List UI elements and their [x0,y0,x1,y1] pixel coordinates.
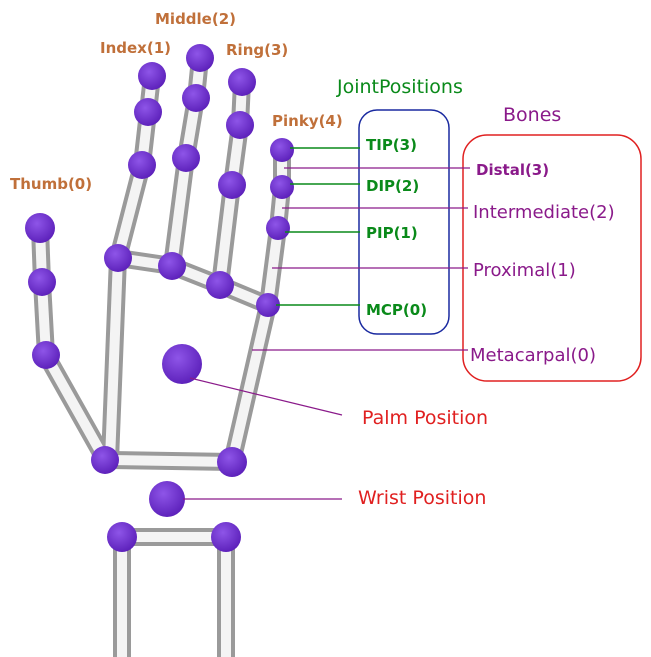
ring-joint-tip [228,68,256,96]
label-wrist-position: Wrist Position [358,487,486,509]
palm-base-right-joint [217,447,247,477]
bone-labels: Distal(3) Intermediate(2) Proximal(1) Me… [470,161,615,366]
label-mcp: MCP(0) [366,301,427,319]
label-index: Index(1) [100,39,171,57]
index-joint-mcp [104,244,132,272]
ring-joint-dip [226,111,254,139]
wrist-position-marker [149,481,185,517]
label-dip: DIP(2) [366,177,419,195]
label-ring: Ring(3) [226,41,288,59]
pinky-joint-tip [270,138,294,162]
label-proximal: Proximal(1) [473,260,576,281]
label-middle: Middle(2) [155,10,236,28]
ring-joint-pip [218,171,246,199]
label-pip: PIP(1) [366,224,418,242]
middle-joint-tip [186,44,214,72]
thumb-joint-pip [32,341,60,369]
forearm-right-joint [211,522,241,552]
palm-leader-line [190,378,342,415]
middle-joint-mcp [158,252,186,280]
label-metacarpal: Metacarpal(0) [470,345,596,366]
thumb-joint-tip [25,213,55,243]
thumb-joint-mcp [91,446,119,474]
forearm-left-joint [107,522,137,552]
bones-shadow [40,58,282,657]
joint-positions-title: JointPositions [336,76,463,98]
pinky-joint-pip [266,216,290,240]
joint-labels: TIP(3) DIP(2) PIP(1) MCP(0) [366,136,427,319]
ring-joint-mcp [206,271,234,299]
index-joint-dip [134,98,162,126]
index-joint-pip [128,151,156,179]
middle-joint-dip [182,84,210,112]
palm-position-marker [162,344,202,384]
label-intermediate: Intermediate(2) [473,202,615,223]
label-thumb: Thumb(0) [10,175,92,193]
label-pinky: Pinky(4) [272,112,343,130]
bones-title: Bones [503,104,561,126]
middle-joint-pip [172,144,200,172]
index-joint-tip [138,62,166,90]
label-palm-position: Palm Position [362,407,488,429]
label-distal: Distal(3) [476,161,549,179]
thumb-joint-dip [28,268,56,296]
label-tip: TIP(3) [366,136,417,154]
pinky-joint-dip [270,175,294,199]
